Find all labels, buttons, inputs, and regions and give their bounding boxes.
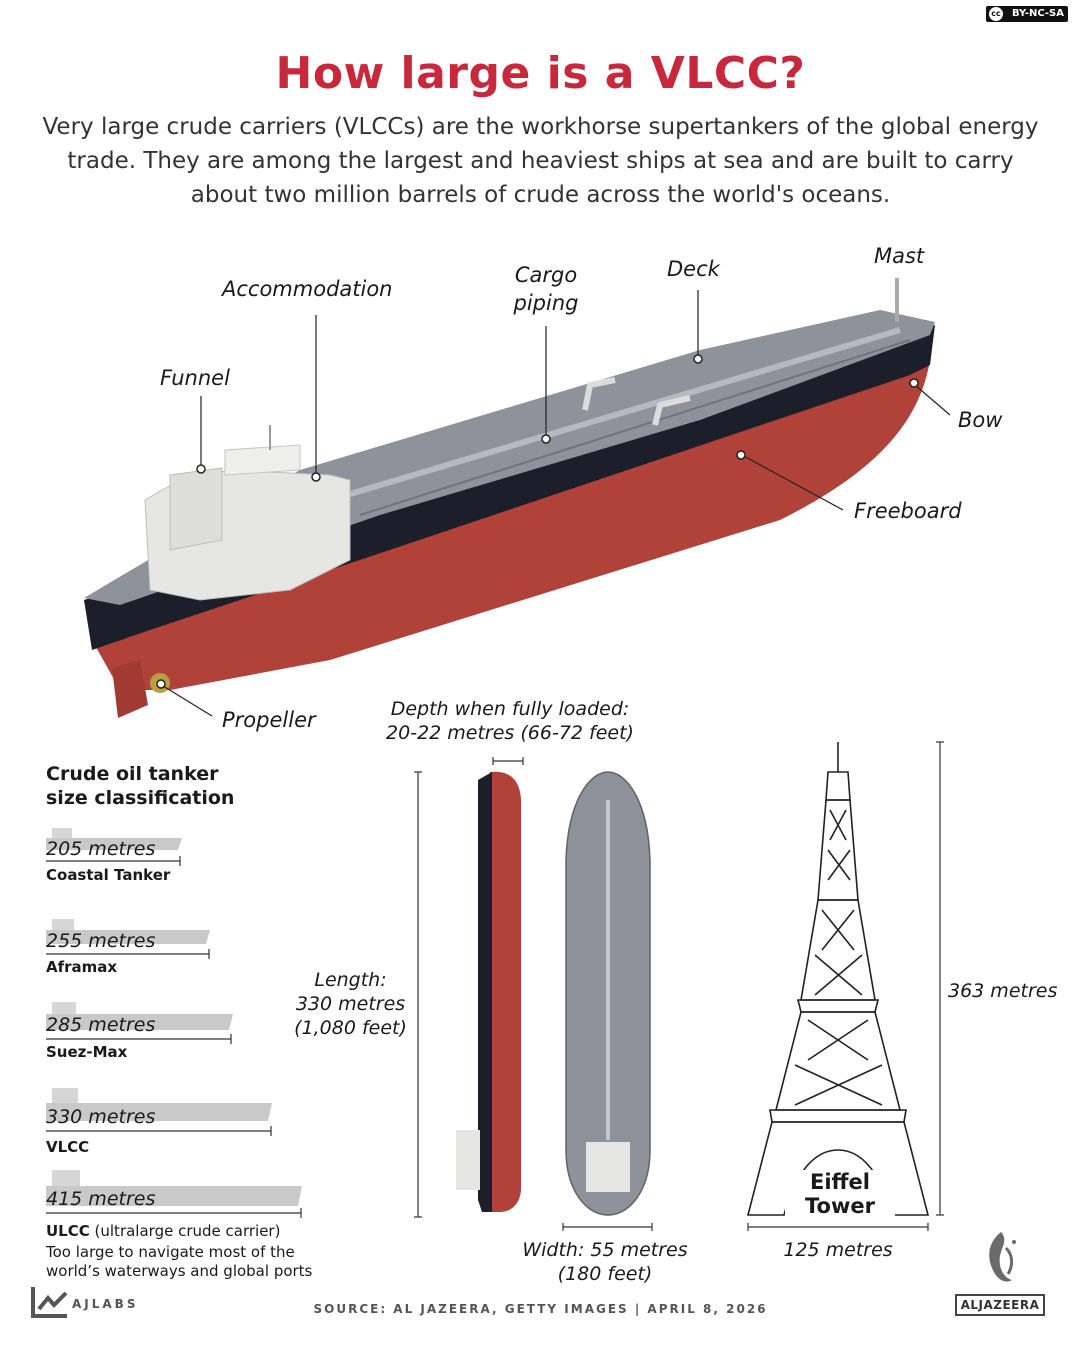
- eiffel-label-line1: Eiffel: [810, 1170, 870, 1194]
- ulcc-desc-line1: Too large to navigate most of the: [46, 1243, 295, 1261]
- crane-1: [582, 377, 616, 411]
- length-label: Length: 330 metres (1,080 feet): [288, 968, 413, 1040]
- ship-silhouette-suezmax: [46, 1014, 233, 1030]
- coastal-name: Coastal Tanker: [46, 866, 171, 884]
- depth-label: Depth when fully loaded: 20-22 metres (6…: [370, 697, 650, 745]
- eiffel-height-label: 363 metres: [948, 980, 1058, 1002]
- ship-side-view: [490, 771, 521, 1212]
- funnel: [169, 467, 223, 551]
- intro-text: Very large crude carriers (VLCCs) are th…: [42, 114, 1039, 208]
- vlcc-length: 330 metres: [46, 1106, 156, 1128]
- ulcc-desc-line2: world’s waterways and global ports: [46, 1262, 313, 1280]
- label-freeboard: Freeboard: [854, 499, 962, 523]
- classification-title-line2: size classification: [46, 787, 235, 809]
- license-text: BY-NC-SA: [1011, 8, 1064, 19]
- dimensions-diagram: [414, 741, 944, 1231]
- ulcc-description: Too large to navigate most of the world’…: [46, 1243, 312, 1281]
- width-label-line1: Width: 55 metres: [522, 1239, 688, 1261]
- ulcc-name: ULCC (ultralarge crude carrier): [46, 1222, 280, 1240]
- side-view-superstructure: [456, 1130, 480, 1190]
- ulcc-name-bold: ULCC: [46, 1222, 90, 1240]
- ulcc-length: 415 metres: [46, 1188, 156, 1210]
- top-view-superstructure: [586, 1142, 630, 1192]
- classification-title-line1: Crude oil tanker: [46, 763, 219, 785]
- label-bow: Bow: [958, 408, 1003, 432]
- length-label-line3: (1,080 feet): [294, 1017, 407, 1039]
- ajlabs-logo-icon: [31, 1287, 68, 1318]
- classification-ships: [46, 828, 302, 1218]
- vlcc-name: VLCC: [46, 1138, 90, 1156]
- source-line: SOURCE: AL JAZEERA, GETTY IMAGES | APRIL…: [313, 1302, 768, 1316]
- page-title: How large is a VLCC?: [275, 48, 806, 99]
- deck-piping: [329, 327, 901, 503]
- aframax-length: 255 metres: [46, 930, 156, 952]
- ship-illustration: [84, 278, 951, 718]
- ship-silhouette-coastal: [46, 838, 182, 850]
- ship-silhouette-vlcc: [46, 1103, 272, 1121]
- classification-title: Crude oil tanker size classification: [46, 762, 234, 810]
- eiffel-tower: [746, 742, 930, 1216]
- suezmax-name: Suez-Max: [46, 1043, 128, 1061]
- label-mast: Mast: [874, 244, 925, 268]
- depth-label-line2: 20-22 metres (66-72 feet): [386, 722, 634, 744]
- width-label-line2: (180 feet): [557, 1263, 653, 1285]
- eiffel-width-label: 125 metres: [783, 1239, 893, 1261]
- hull-red: [92, 360, 930, 690]
- label-cargo-piping-line2: piping: [513, 291, 579, 315]
- label-cargo-piping: Cargo piping: [500, 261, 592, 317]
- ajlabs-logo-text: AJLABS: [72, 1297, 139, 1311]
- label-accommodation: Accommodation: [222, 277, 393, 301]
- aljazeera-logo-text: ALJAZEERA: [955, 1294, 1045, 1316]
- length-label-line2: 330 metres: [295, 993, 406, 1015]
- eiffel-tower-label: Eiffel Tower: [785, 1170, 895, 1218]
- crane-2: [652, 395, 691, 426]
- label-cargo-piping-line1: Cargo: [514, 263, 578, 287]
- ship-silhouette-ulcc: [46, 1186, 302, 1206]
- ship-silhouette-aframax: [46, 930, 210, 944]
- ulcc-name-suffix: (ultralarge crude carrier): [89, 1222, 281, 1240]
- eiffel-label-line2: Tower: [805, 1194, 875, 1218]
- aframax-name: Aframax: [46, 958, 118, 976]
- license-badge: cc BY-NC-SA: [986, 6, 1068, 22]
- rudder: [112, 660, 148, 718]
- length-label-line1: Length:: [314, 969, 387, 991]
- suezmax-length: 285 metres: [46, 1014, 156, 1036]
- label-funnel: Funnel: [160, 366, 230, 390]
- cc-icon: cc: [989, 7, 1003, 21]
- depth-label-line1: Depth when fully loaded:: [390, 698, 630, 720]
- label-deck: Deck: [667, 257, 720, 281]
- width-label: Width: 55 metres (180 feet): [500, 1238, 710, 1286]
- coastal-length: 205 metres: [46, 838, 156, 860]
- aljazeera-emblem-icon: [989, 1232, 1016, 1282]
- label-propeller: Propeller: [222, 708, 316, 732]
